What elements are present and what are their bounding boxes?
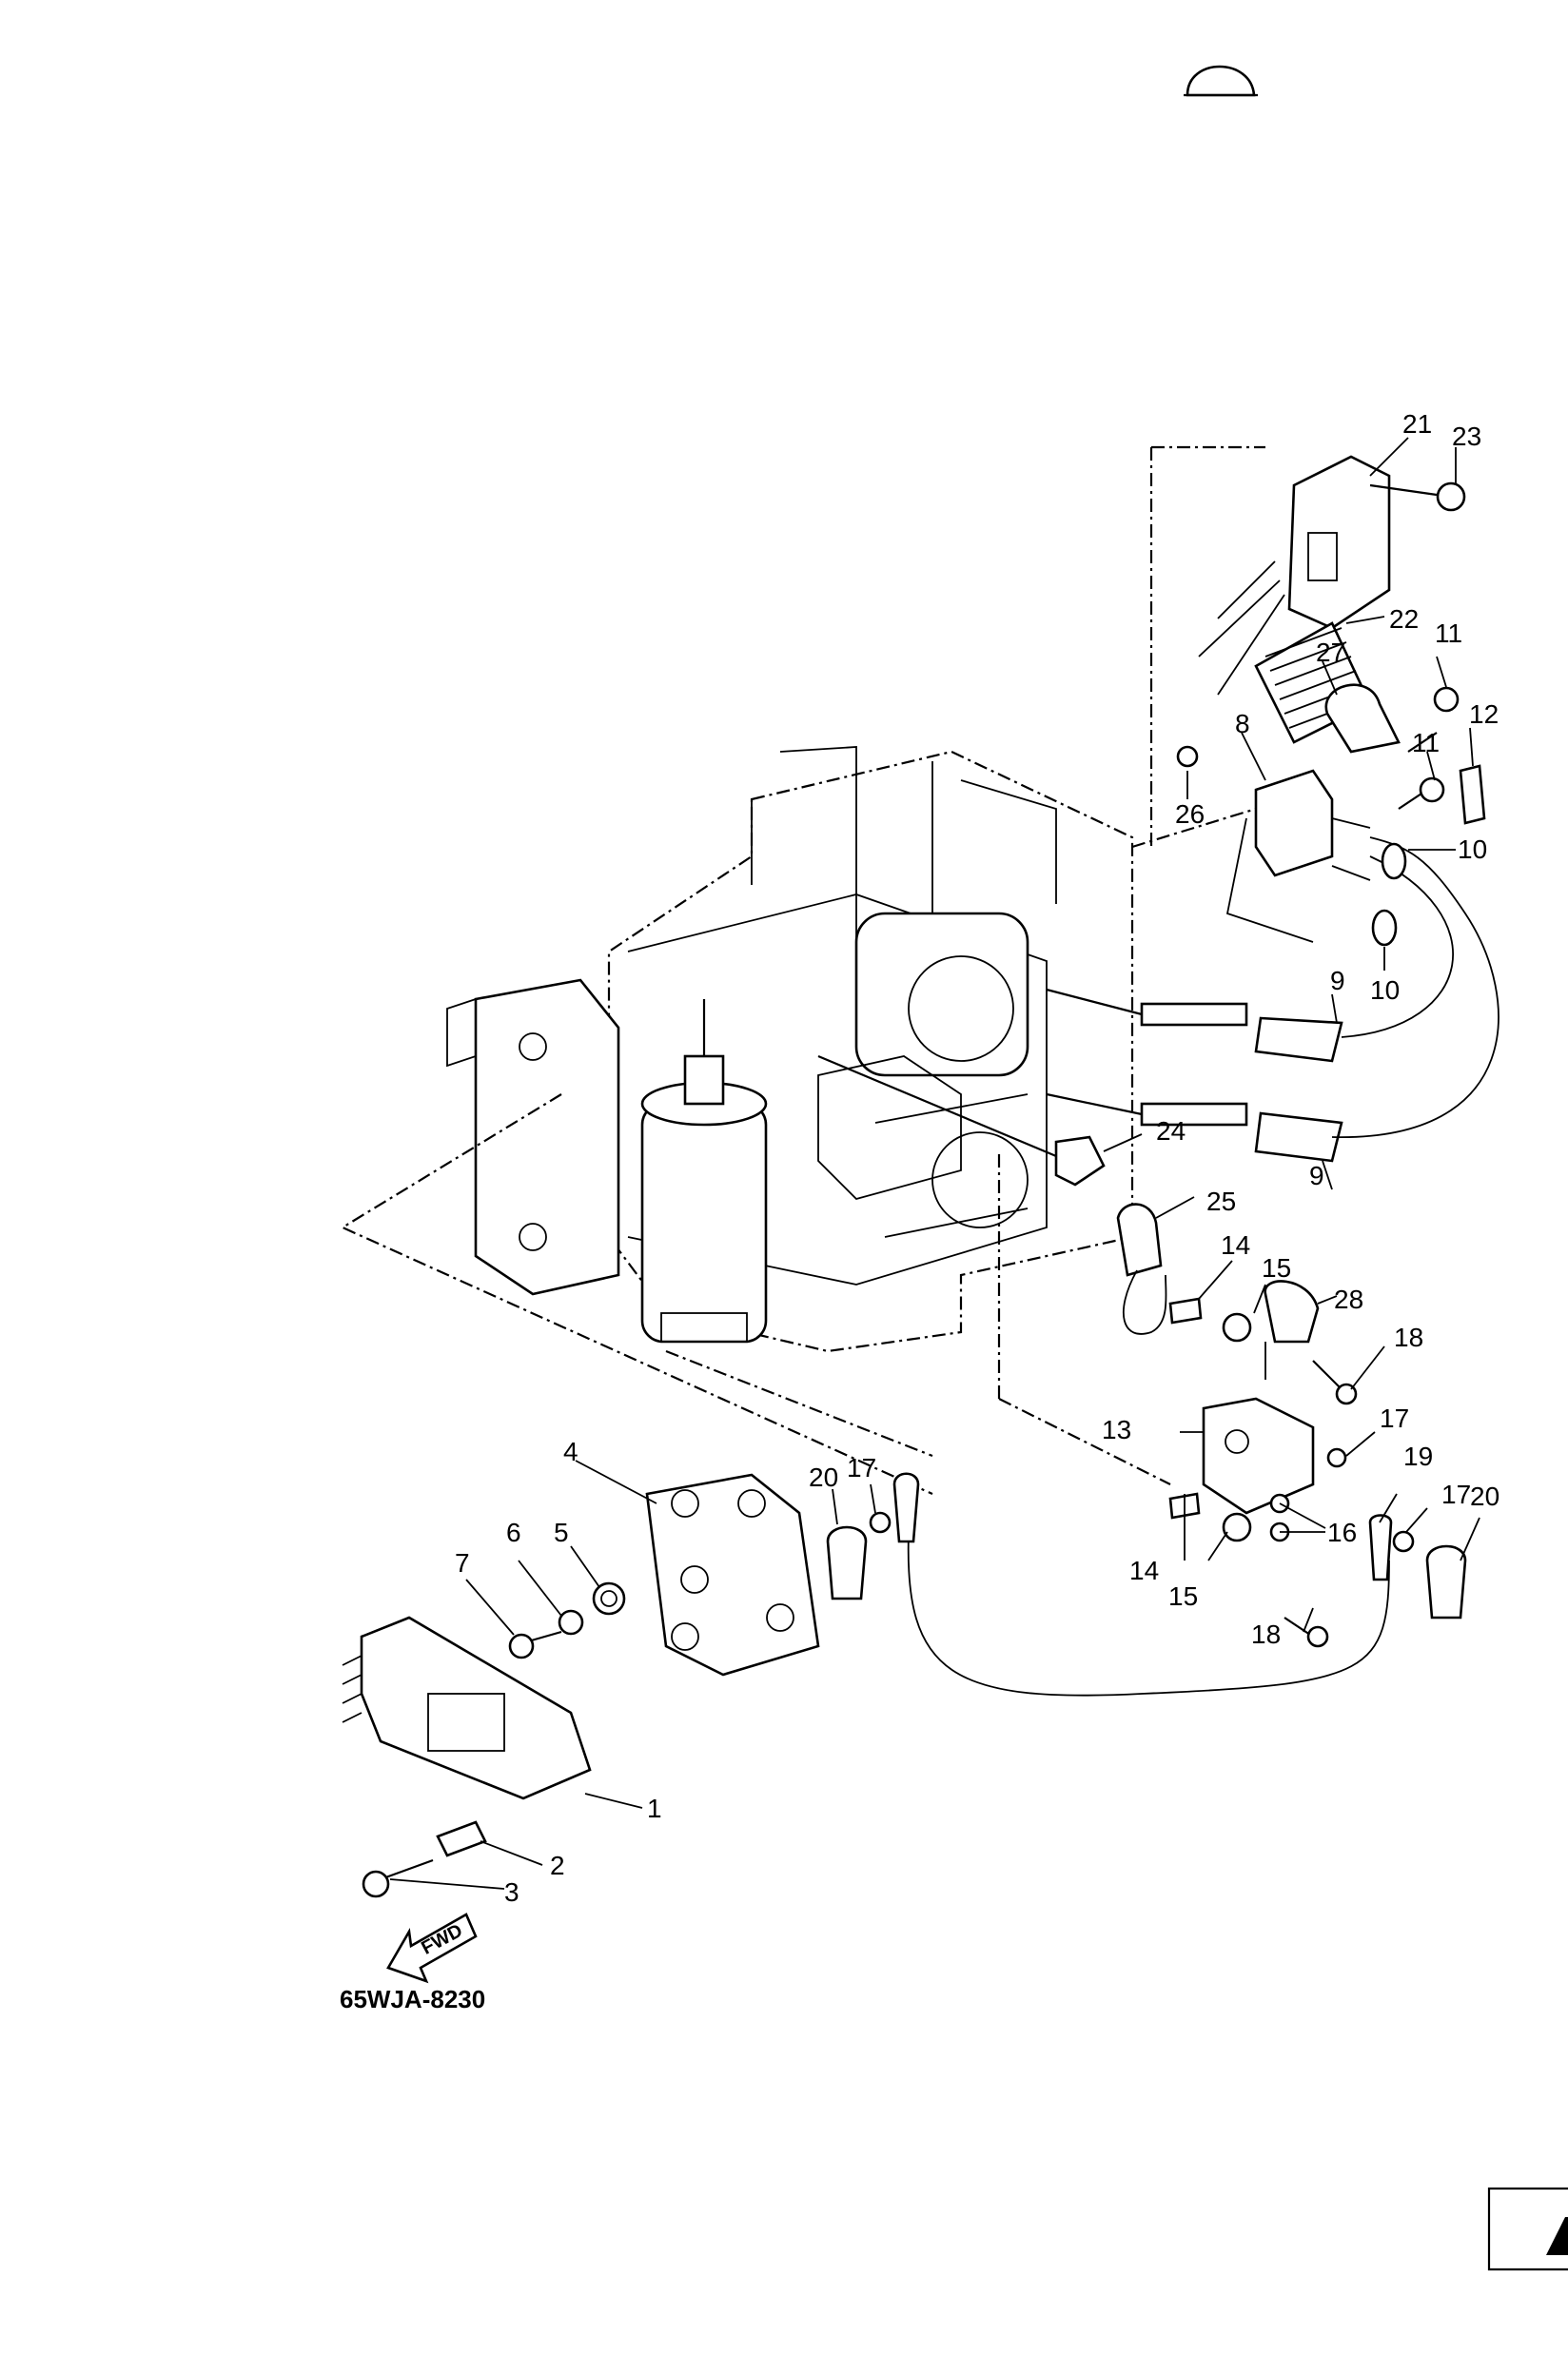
page-corner-box bbox=[1487, 2187, 1568, 2271]
callout-leaders bbox=[389, 437, 1480, 1890]
drawing-code: 65WJA-8230 bbox=[340, 1985, 485, 2013]
callout-4: 4 bbox=[563, 1437, 578, 1466]
callout-17-left: 17 bbox=[847, 1453, 876, 1482]
thermo-switch bbox=[817, 1054, 1167, 1335]
rectifier-regulator bbox=[342, 1616, 592, 1800]
cable-terminals bbox=[826, 1472, 1467, 1620]
fwd-arrow: FWD bbox=[386, 1913, 478, 1984]
callout-numbers: 1 2 3 4 5 6 7 8 9 9 10 10 11 11 12 13 14… bbox=[455, 409, 1499, 1907]
callout-5: 5 bbox=[554, 1518, 569, 1547]
gasket-plate bbox=[645, 1473, 820, 1677]
callout-22: 22 bbox=[1389, 604, 1419, 634]
header-mark bbox=[1184, 65, 1258, 97]
callout-14-bottom: 14 bbox=[1129, 1556, 1159, 1585]
callout-11-top: 11 bbox=[1435, 618, 1462, 648]
callout-21: 21 bbox=[1402, 409, 1432, 439]
callout-1: 1 bbox=[647, 1794, 662, 1823]
callout-19: 19 bbox=[1403, 1442, 1433, 1471]
side-cover-plate bbox=[446, 978, 620, 1296]
callout-24: 24 bbox=[1156, 1116, 1186, 1146]
callout-20-left: 20 bbox=[809, 1463, 838, 1492]
callout-15-top: 15 bbox=[1262, 1253, 1291, 1283]
starter-relay bbox=[1168, 1280, 1358, 1648]
callout-20-right: 20 bbox=[1470, 1482, 1499, 1511]
leader-lines bbox=[340, 445, 1265, 1496]
callout-23: 23 bbox=[1452, 422, 1481, 451]
callout-25: 25 bbox=[1206, 1187, 1236, 1216]
cdi-unit bbox=[1198, 455, 1391, 696]
callout-9-top: 9 bbox=[1330, 966, 1345, 995]
callout-17-right: 17 bbox=[1441, 1480, 1471, 1509]
plate-fasteners bbox=[508, 1581, 626, 1659]
ignition-coil bbox=[1225, 769, 1371, 943]
callout-26: 26 bbox=[1175, 799, 1205, 829]
callout-13: 13 bbox=[1102, 1415, 1131, 1444]
spark-plugs bbox=[1046, 988, 1248, 1127]
callout-27: 27 bbox=[1316, 638, 1345, 667]
callout-3: 3 bbox=[504, 1877, 519, 1907]
callout-18-top: 18 bbox=[1394, 1323, 1423, 1352]
callout-17-mid: 17 bbox=[1380, 1404, 1409, 1433]
engine-block bbox=[607, 746, 1134, 1353]
callout-10-bottom: 10 bbox=[1370, 975, 1400, 1005]
callout-7: 7 bbox=[455, 1548, 470, 1578]
callout-10-top: 10 bbox=[1458, 834, 1487, 864]
callout-9-bottom: 9 bbox=[1309, 1161, 1324, 1190]
callout-6: 6 bbox=[506, 1518, 521, 1547]
battery-cable bbox=[907, 1531, 1390, 1697]
starter-motor bbox=[640, 999, 768, 1344]
callout-18-bottom: 18 bbox=[1251, 1620, 1281, 1649]
collar-and-bolt bbox=[362, 1820, 487, 1898]
grommets bbox=[1371, 842, 1407, 947]
starter-bracket bbox=[817, 1055, 962, 1201]
callout-14-top: 14 bbox=[1221, 1230, 1250, 1260]
callout-8: 8 bbox=[1235, 709, 1250, 738]
callout-15-bottom: 15 bbox=[1168, 1581, 1198, 1611]
callout-28: 28 bbox=[1334, 1285, 1363, 1314]
callout-11-middle: 11 bbox=[1412, 728, 1440, 757]
callout-12: 12 bbox=[1469, 699, 1499, 729]
callout-16: 16 bbox=[1327, 1518, 1357, 1547]
clamp-and-bolts bbox=[1176, 481, 1486, 825]
callout-2: 2 bbox=[550, 1851, 565, 1880]
plug-caps bbox=[1254, 836, 1499, 1163]
